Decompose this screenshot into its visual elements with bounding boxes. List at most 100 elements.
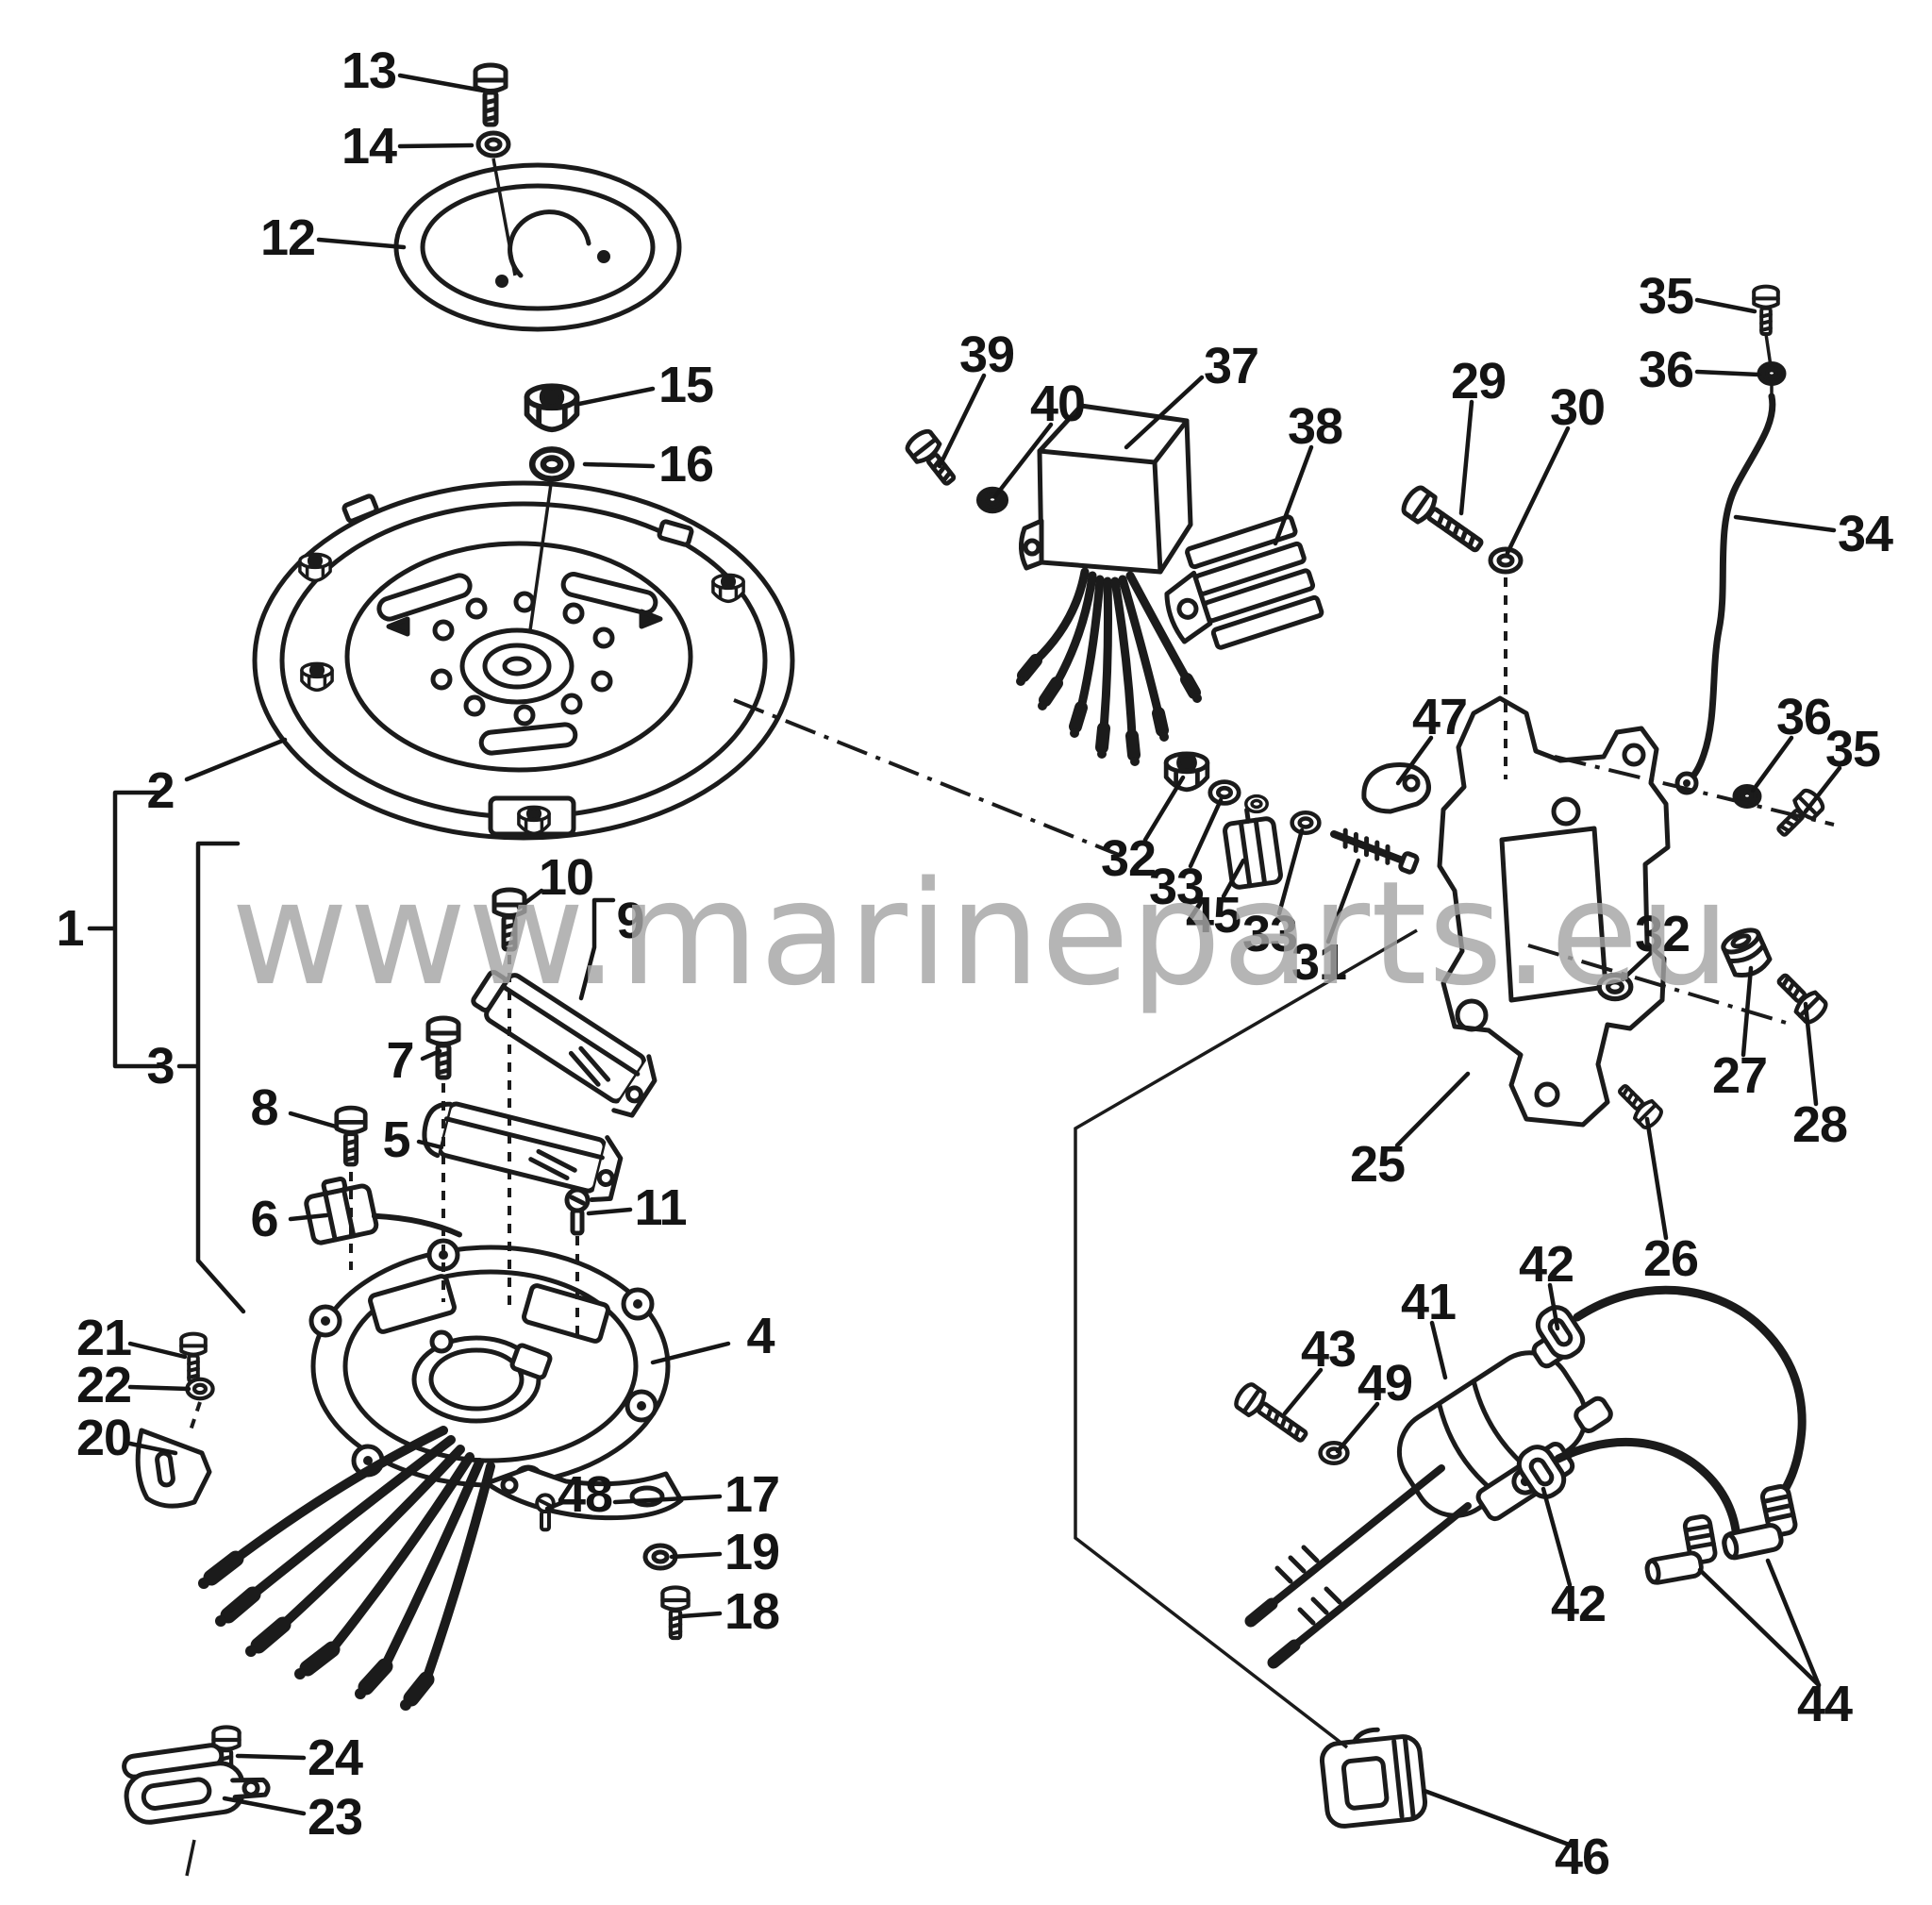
bolt-7-icon xyxy=(428,1018,458,1078)
leader-line-30 xyxy=(1505,426,1571,556)
callout-35: 35 xyxy=(1639,268,1693,325)
callout-48: 48 xyxy=(558,1466,612,1523)
leader-line-48 xyxy=(544,1499,566,1512)
callout-24: 24 xyxy=(308,1730,363,1786)
leader-line-35 xyxy=(1694,297,1757,314)
callout-27: 27 xyxy=(1712,1047,1767,1104)
callout-7: 7 xyxy=(386,1032,413,1089)
leader-line-18 xyxy=(678,1611,723,1619)
callout-23: 23 xyxy=(308,1789,362,1846)
part-ground-wire-34 xyxy=(1674,393,1776,795)
callout-2: 2 xyxy=(146,762,174,819)
bolt-29-icon xyxy=(1400,485,1488,559)
leader-line-22 xyxy=(127,1384,192,1392)
stator-wires xyxy=(231,1426,495,1684)
part-mount-bracket-25 xyxy=(1437,695,1671,1128)
callout-29: 29 xyxy=(1451,353,1506,409)
callout-15: 15 xyxy=(658,357,713,413)
leader-line-44 xyxy=(1765,1558,1822,1688)
leader-line-33 xyxy=(1188,797,1224,869)
part-bracket-20 xyxy=(135,1428,212,1509)
leader-line-35 xyxy=(1803,765,1842,814)
leader-line-41 xyxy=(1429,1320,1448,1380)
nut-15-icon xyxy=(527,386,577,429)
leader-line-23 xyxy=(222,1796,307,1816)
leader-line-6 xyxy=(288,1212,329,1222)
part-grommet-42-bottom xyxy=(1516,1445,1567,1499)
callout-5: 5 xyxy=(382,1111,409,1168)
leader-line-42 xyxy=(1547,1282,1560,1331)
callout-16: 16 xyxy=(658,436,713,493)
leader-line-49 xyxy=(1335,1401,1380,1454)
leader-line-9 xyxy=(578,897,616,1001)
part-stator-plate-4 xyxy=(308,1238,671,1498)
leader-line-43 xyxy=(1282,1367,1324,1416)
callout-4: 4 xyxy=(746,1308,774,1364)
leader-line-16 xyxy=(582,461,656,469)
leader-line-20 xyxy=(127,1441,178,1456)
callout-36: 36 xyxy=(1776,689,1831,745)
bolt-8-icon xyxy=(337,1108,365,1164)
callout-12: 12 xyxy=(260,209,315,266)
callout-34: 34 xyxy=(1838,506,1893,562)
leader-line-28 xyxy=(1803,1001,1819,1107)
leader-line-29 xyxy=(1458,399,1474,516)
callout-3: 3 xyxy=(146,1038,174,1095)
clamp23-tail xyxy=(185,1839,196,1877)
leader-lines-layer xyxy=(87,73,1842,1877)
part-spark-boot-44-left xyxy=(1644,1513,1718,1585)
leader-line-36 xyxy=(1750,735,1794,794)
callout-17: 17 xyxy=(724,1466,779,1523)
callout-28: 28 xyxy=(1792,1096,1847,1153)
part-cdi-module-37 xyxy=(1019,403,1193,575)
callout-32: 32 xyxy=(1635,906,1690,962)
callout-33: 33 xyxy=(1242,906,1297,962)
leader-line-31 xyxy=(1325,858,1361,944)
leader-line-26 xyxy=(1644,1116,1669,1241)
ground-axis xyxy=(1554,755,1835,827)
stator-wire-terminals xyxy=(203,1550,435,1707)
callout-33: 33 xyxy=(1149,859,1204,915)
screw-11-icon xyxy=(567,1190,588,1233)
leader-line-36 xyxy=(1694,369,1761,377)
callout-46: 46 xyxy=(1555,1829,1609,1885)
callout-14: 14 xyxy=(341,118,397,175)
leader-line-10 xyxy=(516,888,544,911)
callout-13: 13 xyxy=(341,42,396,99)
callout-43: 43 xyxy=(1301,1321,1356,1378)
leader-line-44 xyxy=(1697,1567,1822,1688)
part-grommet-42-top xyxy=(1535,1305,1586,1360)
washer16-axis xyxy=(528,476,554,631)
leader-line-34 xyxy=(1733,514,1837,533)
callout-32: 32 xyxy=(1101,830,1156,887)
leader-line-2 xyxy=(184,737,288,782)
callout-35: 35 xyxy=(1825,721,1880,777)
washer-22-icon xyxy=(187,1379,212,1398)
leader-line-37 xyxy=(1124,375,1205,450)
callout-31: 31 xyxy=(1291,934,1346,991)
part-flywheel-2 xyxy=(252,480,795,841)
leader-line-38 xyxy=(1273,444,1314,546)
part-cam-47 xyxy=(1361,762,1431,814)
callout-22: 22 xyxy=(76,1357,131,1413)
callout-18: 18 xyxy=(724,1583,779,1640)
part-mount-46 xyxy=(1319,1727,1428,1829)
washer-33-icon xyxy=(1210,782,1239,804)
callout-39: 39 xyxy=(959,326,1014,383)
leader-line-4 xyxy=(650,1341,731,1365)
part-ignition-coil-41 xyxy=(1396,1331,1613,1522)
callout-21: 21 xyxy=(76,1310,131,1366)
part-spring-screw-31 xyxy=(1330,827,1420,875)
leader-line-17 xyxy=(612,1494,723,1505)
bolt-35-icon xyxy=(1754,287,1778,334)
leader-line-7 xyxy=(420,1048,442,1061)
callout-8: 8 xyxy=(250,1079,277,1136)
callout-44: 44 xyxy=(1797,1676,1853,1732)
callout-20: 20 xyxy=(76,1410,131,1466)
leader-line-39 xyxy=(937,373,987,469)
callout-42: 42 xyxy=(1519,1236,1574,1293)
washer-36-icon xyxy=(1759,364,1784,384)
cdi-wires xyxy=(1031,567,1191,741)
